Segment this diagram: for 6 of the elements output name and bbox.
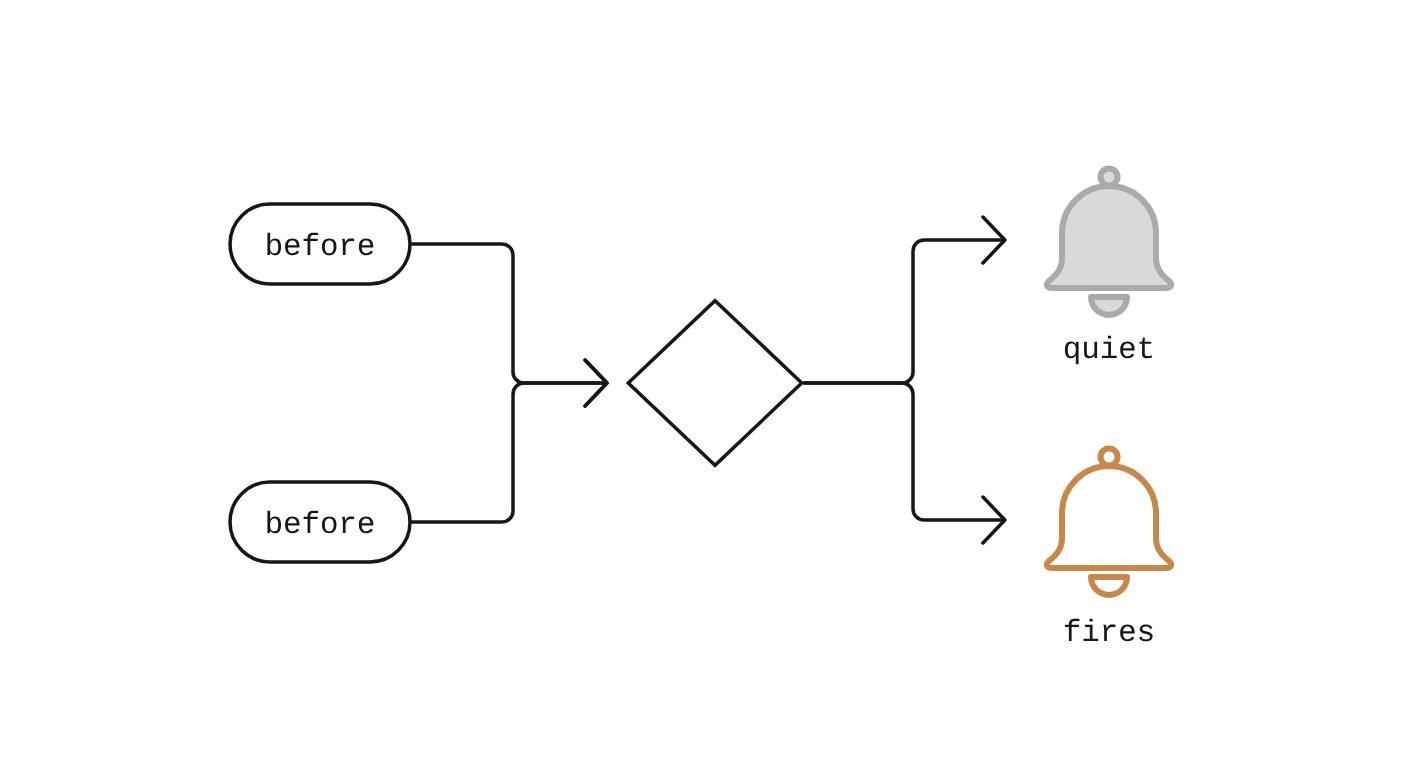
terminal-pill: before — [228, 202, 412, 286]
caption-label: fires — [1064, 618, 1153, 642]
arrow — [802, 381, 1007, 545]
caption-label: quiet — [1064, 335, 1152, 365]
terminal-pill: before — [228, 480, 412, 564]
arrow — [410, 358, 609, 524]
